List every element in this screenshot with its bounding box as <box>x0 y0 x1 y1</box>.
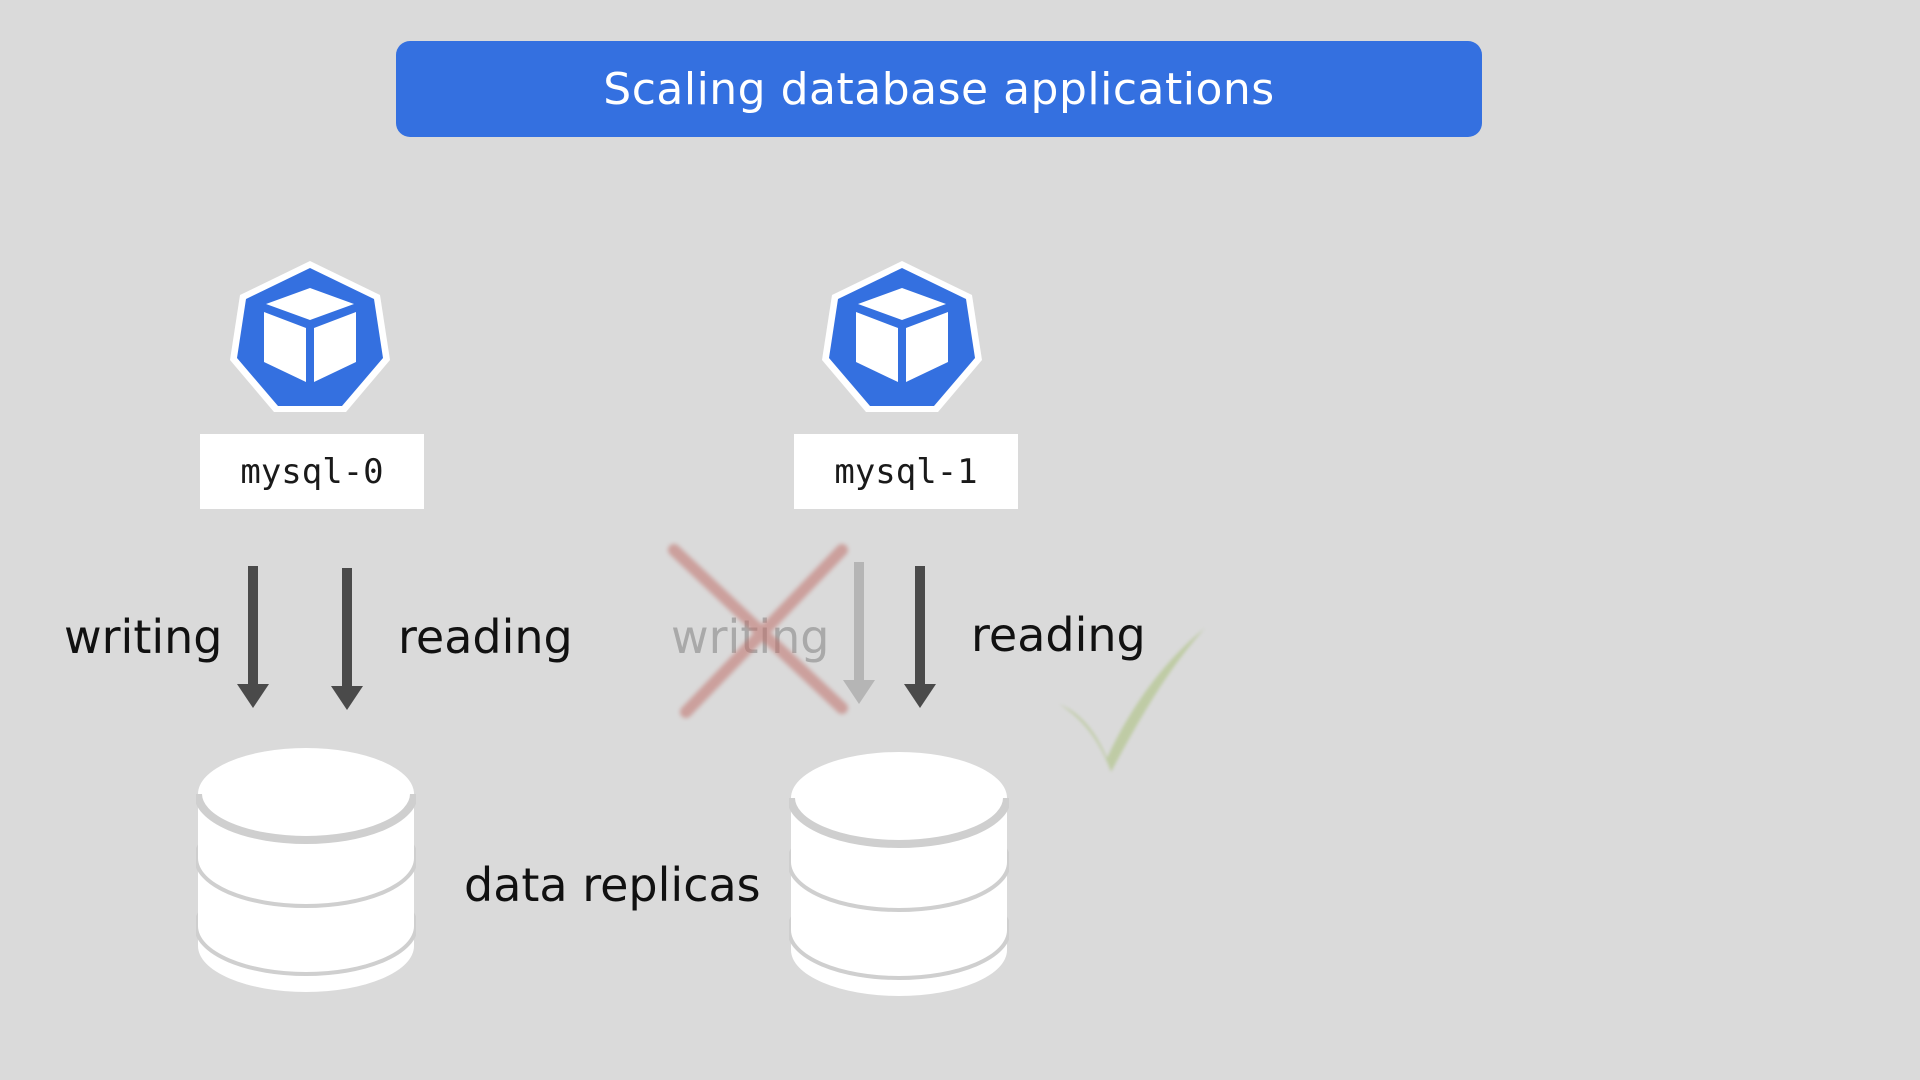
database-icon <box>196 748 416 992</box>
database-icon <box>789 752 1009 996</box>
down-arrow-icon <box>331 568 363 710</box>
slide-title: Scaling database applications <box>396 41 1482 137</box>
down-arrow-icon-faded <box>843 562 875 704</box>
data-replicas-label: data replicas <box>464 858 761 912</box>
reading-label: reading <box>398 610 573 664</box>
kubernetes-pod-icon <box>230 261 390 412</box>
pod-label-mysql-0: mysql-0 <box>200 434 424 509</box>
down-arrow-icon <box>904 566 936 708</box>
reading-label: reading <box>971 608 1146 662</box>
cross-icon <box>668 544 848 718</box>
pod-label-mysql-1: mysql-1 <box>794 434 1018 509</box>
writing-label: writing <box>64 610 223 664</box>
checkmark-icon <box>1059 628 1205 772</box>
kubernetes-pod-icon <box>822 261 982 412</box>
down-arrow-icon <box>237 566 269 708</box>
